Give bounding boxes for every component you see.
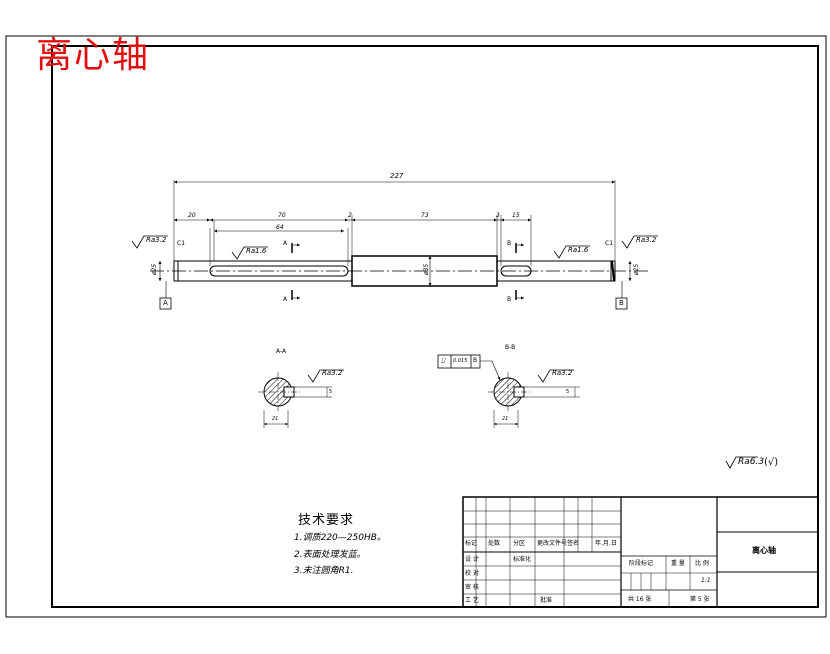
outer-border — [5, 35, 827, 618]
cut-a-top: A — [283, 240, 288, 247]
general-roughness-symbol — [725, 456, 758, 469]
cut-a-bottom: A — [283, 296, 288, 303]
tech-item-2: 2.表面处理发蓝。 — [294, 550, 366, 560]
title-block — [462, 496, 819, 608]
cut-b-top: B — [507, 240, 512, 247]
tb-header-date: 年.月.日 — [595, 540, 617, 547]
dim-dia-right: ø25 — [633, 263, 641, 276]
section-b-roughness: Ra3.2 — [552, 369, 573, 377]
rough-key-right-label: Ra1.6 — [568, 246, 589, 254]
section-a-dim: 21 — [272, 416, 279, 422]
tb-header-mark: 标记 — [465, 540, 478, 547]
dim-seg-1: 20 — [188, 212, 196, 219]
section-b-b — [437, 354, 580, 428]
section-a-roughness: Ra3.2 — [322, 369, 343, 377]
shaft-view — [131, 180, 658, 300]
datum-b-box — [615, 297, 628, 310]
dim-dia-mid: ø35 — [423, 263, 431, 276]
chamfer-left-label: C1 — [177, 240, 186, 247]
section-b-dim: 21 — [502, 416, 509, 422]
tech-requirements-title: 技术要求 — [298, 513, 355, 528]
tb-scale-value: 1:1 — [701, 577, 711, 584]
tech-item-1: 1.调质220—250HB。 — [294, 533, 386, 543]
dim-key-length: 64 — [276, 224, 284, 231]
key-width-b: 5 — [566, 389, 570, 395]
tb-weight: 重 量 — [671, 560, 685, 567]
tb-stage: 阶段标记 — [629, 560, 654, 567]
section-b-title: B-B — [505, 344, 516, 351]
rough-end-right-label: Ra3.2 — [636, 236, 657, 244]
datum-a-label: A — [163, 299, 168, 307]
tb-header-sign: 签名 — [567, 540, 580, 547]
tb-craft: 工 艺 — [465, 597, 479, 604]
chamfer-right-label: C1 — [605, 240, 614, 247]
dim-dia-left: ø25 — [151, 263, 159, 276]
rough-end-left-label: Ra3.2 — [146, 236, 167, 244]
tolerance-value: 0.015 — [453, 358, 468, 364]
tb-approve: 批准 — [540, 597, 553, 604]
dim-seg-5: 3 — [496, 212, 500, 219]
tech-item-3: 3.未注圆角R1. — [294, 566, 354, 576]
inner-border — [51, 45, 819, 608]
part-name: 离心轴 — [752, 546, 776, 555]
tolerance-symbol: ⌰ — [441, 356, 447, 365]
general-roughness-paren: (√) — [764, 457, 779, 468]
tb-header-count: 处数 — [488, 540, 501, 547]
red-title-stamp: 离心轴 — [36, 35, 151, 76]
dim-overall: 227 — [390, 172, 404, 180]
key-width-a: 5 — [329, 389, 333, 395]
datum-a-box — [159, 297, 172, 310]
tb-sheet-no: 第 5 张 — [690, 596, 710, 603]
dim-seg-4: 73 — [421, 212, 429, 219]
tb-scale: 比 例 — [695, 560, 709, 567]
tb-header-change: 更改文件号 — [537, 540, 568, 547]
dim-seg-3: 2 — [348, 212, 352, 219]
tb-review: 审 核 — [465, 584, 479, 591]
rough-key-left-label: Ra1.6 — [246, 247, 267, 255]
section-a-a — [258, 369, 344, 428]
dim-seg-6: 15 — [512, 212, 520, 219]
tolerance-datum: B — [473, 357, 478, 364]
tb-standard: 标准化 — [513, 556, 532, 563]
tb-check: 校 对 — [465, 570, 479, 577]
tb-sheets-total: 共 16 张 — [628, 596, 652, 603]
cut-b-bottom: B — [507, 296, 512, 303]
dim-seg-2: 70 — [278, 212, 286, 219]
tb-header-zone: 分区 — [513, 540, 526, 547]
section-a-title: A-A — [276, 348, 287, 355]
tb-design: 设 计 — [465, 556, 479, 563]
datum-b-label: B — [619, 299, 624, 307]
general-roughness-label: Ra6.3 — [738, 457, 765, 467]
